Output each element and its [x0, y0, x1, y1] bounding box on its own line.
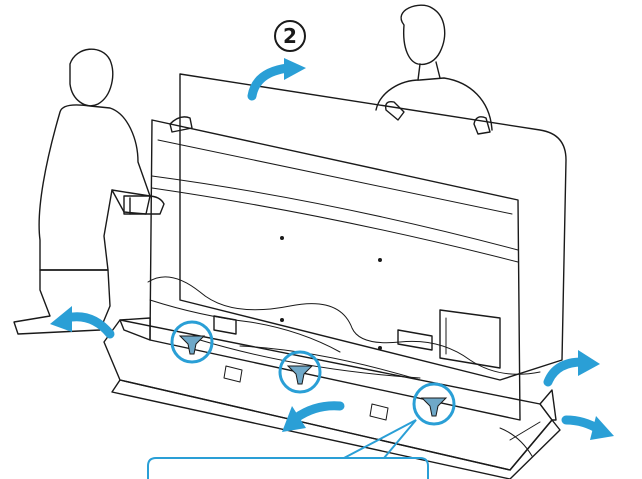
- curved-arrow-icon: [548, 362, 582, 382]
- person-right-icon: [376, 5, 492, 130]
- arrowhead-icon: [284, 58, 306, 80]
- callout-leader: [344, 420, 416, 458]
- foot-pad-icon: [288, 366, 312, 384]
- hand-icon: [386, 102, 490, 134]
- tv-back-panel: [150, 120, 520, 420]
- arrowhead-icon: [578, 350, 600, 376]
- arrowhead-icon: [590, 416, 614, 440]
- protective-panel: [180, 74, 566, 380]
- step-number-label: 2: [283, 24, 297, 48]
- arrowhead-icon: [50, 306, 72, 332]
- foot-pad-icon: [422, 398, 446, 416]
- curved-arrow-icon: [296, 406, 340, 418]
- person-left-icon: [14, 49, 192, 334]
- callout-box: [148, 458, 428, 479]
- curved-arrow-icon: [252, 68, 288, 96]
- step-number-marker: 2: [275, 21, 305, 51]
